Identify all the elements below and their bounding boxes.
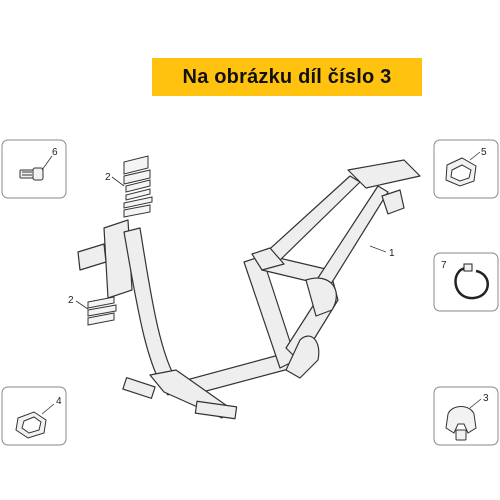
cable-tie-icon	[454, 263, 489, 300]
scooter-frame-icon[interactable]	[77, 159, 421, 420]
callout-7-label: 7	[441, 260, 447, 271]
part-3-box[interactable]: 3	[433, 386, 499, 446]
part-5-box[interactable]: 5	[433, 139, 499, 199]
part-number-banner: Na obrázku díl číslo 3	[152, 58, 422, 96]
callout-4-label: 4	[56, 396, 62, 407]
part-6-box[interactable]: 6	[1, 139, 67, 199]
bolt-icon	[19, 167, 44, 181]
spring-clip-icon	[445, 406, 477, 441]
callout-1-label: 1	[389, 248, 395, 259]
part-7-box[interactable]: 7	[433, 252, 499, 312]
part-2-upper-stack[interactable]	[123, 155, 153, 218]
callout-2-upper-label: 2	[105, 172, 111, 183]
part-2-lower-stack[interactable]	[87, 296, 117, 326]
retainer-clip-icon	[15, 411, 47, 439]
callout-2-lower-label: 2	[68, 295, 74, 306]
callout-6-label: 6	[52, 147, 58, 158]
callout-5-label: 5	[481, 147, 487, 158]
clip-icon	[445, 157, 477, 187]
part-4-box[interactable]: 4	[1, 386, 67, 446]
callout-3-label: 3	[483, 393, 489, 404]
